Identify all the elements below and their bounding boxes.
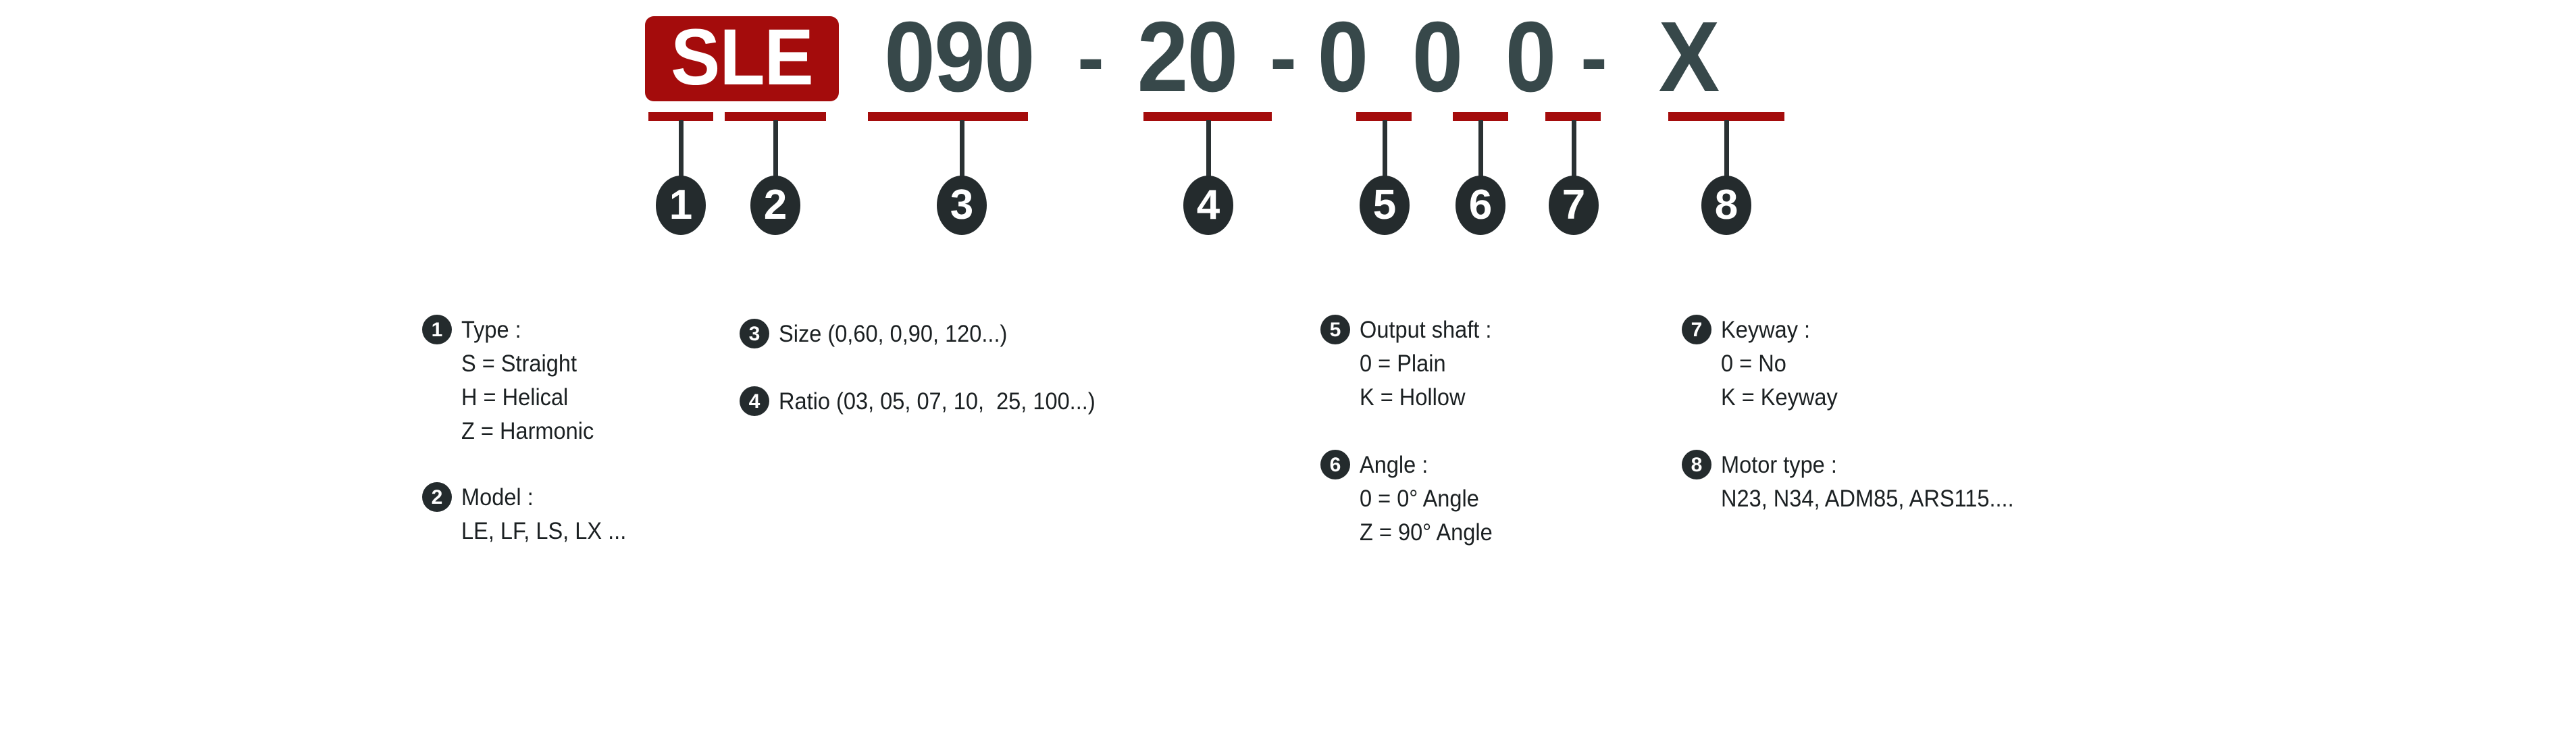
legend-heading: Angle :: [1360, 452, 1428, 478]
underline-bar-8: [1668, 112, 1784, 121]
underline-bar-1: [648, 112, 713, 121]
legend-option: 0 = 0° Angle: [1360, 486, 1479, 512]
callout-circle-2: 2: [750, 176, 800, 235]
callout-circle-5: 5: [1360, 176, 1410, 235]
legend-option: K = Keyway: [1721, 384, 1838, 411]
code-segment-090: 090: [884, 1, 1035, 113]
legend-option: S = Straight: [461, 350, 577, 377]
legend-option: 0 = Plain: [1360, 350, 1446, 377]
leader-line-8: [1724, 120, 1729, 178]
code-separator-dash: -: [1270, 12, 1297, 103]
underline-bar-4: [1143, 112, 1272, 121]
legend-badge-2: 2: [422, 482, 452, 512]
legend-heading: Model :: [461, 484, 534, 511]
leader-line-1: [679, 120, 684, 178]
legend-heading: Output shaft :: [1360, 317, 1492, 343]
underline-bar-6: [1453, 112, 1508, 121]
leader-line-2: [773, 120, 778, 178]
callout-circle-6: 6: [1456, 176, 1505, 235]
brand-logo-block: SLE: [645, 16, 839, 101]
legend-badge-1: 1: [422, 315, 452, 344]
leader-line-3: [960, 120, 964, 178]
legend-badge-4: 4: [740, 386, 769, 416]
legend-text-block: Type : S = Straight H = Helical Z = Harmoni…: [461, 313, 604, 448]
underline-bar-3: [868, 112, 1028, 121]
legend-option: N23, N34, ADM85, ARS115....: [1721, 486, 2014, 512]
legend-heading: Size (0,60, 0,90, 120...): [779, 321, 1008, 347]
legend-badge-3: 3: [740, 319, 769, 348]
legend-badge-5: 5: [1320, 315, 1350, 344]
code-separator-dash: -: [1077, 12, 1104, 103]
code-separator-dash: -: [1580, 12, 1607, 103]
callout-circle-1: 1: [656, 176, 706, 235]
legend-badge-6: 6: [1320, 450, 1350, 479]
legend-text-block: Keyway : 0 = No K = Keyway: [1721, 313, 1847, 415]
legend-option: K = Hollow: [1360, 384, 1466, 411]
leader-line-6: [1478, 120, 1483, 178]
legend-option: Z = 90° Angle: [1360, 519, 1493, 546]
legend-option: LE, LF, LS, LX ...: [461, 518, 627, 544]
code-segment-20: 20: [1137, 1, 1239, 113]
underline-bar-7: [1545, 112, 1601, 121]
legend-option: 0 = No: [1721, 350, 1786, 377]
leader-line-5: [1383, 120, 1387, 178]
legend-heading: Keyway :: [1721, 317, 1811, 343]
callout-circle-7: 7: [1549, 176, 1599, 235]
legend-option: H = Helical: [461, 384, 569, 411]
leader-line-7: [1572, 120, 1576, 178]
legend-badge-8: 8: [1682, 450, 1711, 479]
code-segment-0: 0: [1505, 1, 1557, 113]
legend-text-block: Size (0,60, 0,90, 120...): [779, 317, 1025, 351]
code-segment-0: 0: [1412, 1, 1464, 113]
legend-text-block: Output shaft : 0 = Plain K = Hollow: [1360, 313, 1501, 415]
legend-heading: Motor type :: [1721, 452, 1837, 478]
callout-circle-8: 8: [1701, 176, 1751, 235]
legend-heading: Ratio (03, 05, 07, 10, 25, 100...): [779, 388, 1096, 415]
callout-circle-4: 4: [1183, 176, 1233, 235]
legend-text-block: Ratio (03, 05, 07, 10, 25, 100...): [779, 385, 1119, 419]
brand-logo-text: SLE: [671, 13, 814, 102]
leader-line-4: [1206, 120, 1211, 178]
underline-bar-2: [725, 112, 826, 121]
legend-badge-7: 7: [1682, 315, 1711, 344]
legend-text-block: Angle : 0 = 0° Angle Z = 90° Angle: [1360, 448, 1503, 550]
code-segment-X: X: [1658, 1, 1720, 113]
callout-circle-3: 3: [937, 176, 987, 235]
legend-text-block: Model : LE, LF, LS, LX ...: [461, 481, 639, 548]
code-segment-0: 0: [1317, 1, 1369, 113]
legend-option: Z = Harmonic: [461, 418, 594, 444]
legend-text-block: Motor type : N23, N34, ADM85, ARS115....: [1721, 448, 2036, 516]
legend: 1 Type : S = Straight H = Helical Z = Harmon…: [0, 297, 2576, 581]
legend-heading: Type :: [461, 317, 521, 343]
underline-bar-5: [1356, 112, 1412, 121]
